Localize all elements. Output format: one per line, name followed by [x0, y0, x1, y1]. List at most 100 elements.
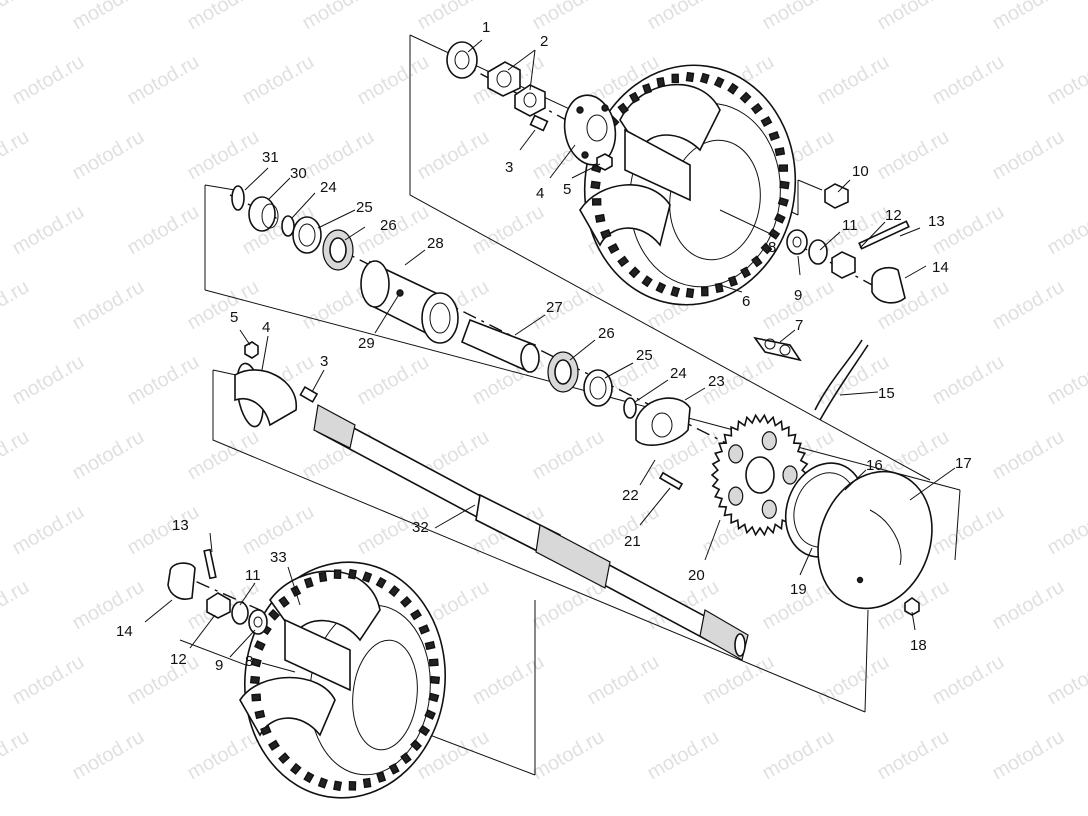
- watermark-text: motod.ru: [0, 276, 33, 335]
- watermark-text: motod.ru: [644, 0, 723, 34]
- watermark-text: motod.ru: [354, 51, 433, 110]
- watermark-text: motod.ru: [0, 0, 33, 34]
- callout-22: 22: [622, 487, 639, 504]
- tread-block: [714, 282, 724, 293]
- tread-block: [671, 73, 679, 84]
- watermark-text: motod.ru: [814, 51, 893, 110]
- tread-block: [655, 281, 667, 294]
- callout-5: 5: [563, 181, 571, 198]
- watermark-text: motod.ru: [529, 426, 608, 485]
- callout-12: 12: [885, 207, 902, 224]
- watermark-text: motod.ru: [874, 726, 953, 785]
- watermark-text: motod.ru: [124, 201, 203, 260]
- callout-7: 7: [795, 317, 803, 334]
- upper-wheel-assembly: [579, 64, 797, 306]
- tread-block: [388, 585, 401, 598]
- upper-hub-parts: [446, 41, 910, 362]
- tread-block: [361, 571, 373, 583]
- tread-block: [779, 180, 790, 190]
- tread-block: [317, 777, 329, 789]
- watermark-text: motod.ru: [299, 126, 378, 185]
- sprocket-cutout: [728, 444, 744, 464]
- watermark-text: motod.ru: [0, 576, 33, 635]
- callout-13-lower: 13: [172, 517, 189, 534]
- watermark-text: motod.ru: [124, 51, 203, 110]
- lower-hub-parts: [167, 341, 319, 635]
- rear-axle-shaft: [313, 404, 749, 661]
- watermark-text: motod.ru: [1044, 501, 1088, 560]
- watermark-text: motod.ru: [989, 576, 1068, 635]
- tread-block: [751, 255, 763, 268]
- tread-block: [656, 77, 666, 88]
- watermark-text: motod.ru: [69, 426, 148, 485]
- tread-block: [628, 266, 641, 279]
- watermark-text: motod.ru: [184, 276, 263, 335]
- tread-block: [318, 571, 328, 583]
- watermark-text: motod.ru: [529, 726, 608, 785]
- tread-block: [410, 739, 422, 752]
- tread-block: [600, 229, 612, 240]
- tread-block: [268, 608, 280, 621]
- watermark-text: motod.ru: [1044, 201, 1088, 260]
- callout-1: 1: [482, 19, 490, 36]
- tread-block: [249, 675, 261, 685]
- callout-4: 4: [536, 185, 544, 202]
- callout-28: 28: [427, 235, 444, 252]
- watermark-text: motod.ru: [874, 0, 953, 34]
- watermark-text: motod.ru: [469, 201, 548, 260]
- tread-block: [685, 71, 695, 83]
- callout-17: 17: [955, 455, 972, 472]
- tread-block: [774, 212, 786, 224]
- callout-32: 32: [412, 519, 429, 536]
- tread-block: [399, 595, 412, 608]
- callout-33: 33: [270, 549, 287, 566]
- callout-26-lower: 26: [380, 217, 397, 234]
- watermark-text: motod.ru: [354, 351, 433, 410]
- watermark-text: motod.ru: [69, 126, 148, 185]
- callout-9: 9: [794, 287, 802, 304]
- tread-block: [410, 609, 422, 621]
- tread-block: [760, 242, 773, 255]
- watermark-text: motod.ru: [929, 501, 1008, 560]
- callout-30: 30: [290, 165, 307, 182]
- sprocket-cutout: [728, 486, 744, 506]
- watermark-layer: motod.ru motod.ru motod.ru motod.ru motod.ru…: [0, 0, 1088, 784]
- tread-block: [303, 577, 314, 589]
- callout-23: 23: [708, 373, 725, 390]
- watermark-text: motod.ru: [929, 351, 1008, 410]
- tread-block: [740, 266, 752, 279]
- callout-3-lower: 3: [320, 353, 328, 370]
- watermark-text: motod.ru: [9, 201, 88, 260]
- callout-16: 16: [866, 457, 883, 474]
- watermark-text: motod.ru: [124, 351, 203, 410]
- tread-block: [713, 76, 725, 89]
- watermark-text: motod.ru: [9, 651, 88, 710]
- watermark-text: motod.ru: [184, 0, 263, 34]
- tread-block: [628, 91, 640, 104]
- tread-block: [303, 771, 315, 784]
- callout-25-lower: 25: [356, 199, 373, 216]
- tread-block: [591, 198, 602, 206]
- callout-labels: 1 2 3 4 5 6 8 9 10 11 12 13 14 7 15 16 1…: [116, 19, 972, 674]
- sprocket-cutout: [761, 431, 777, 451]
- watermark-text: motod.ru: [184, 126, 263, 185]
- tread-block: [289, 762, 302, 775]
- callout-10: 10: [852, 163, 869, 180]
- callout-21: 21: [624, 533, 641, 550]
- callout-3: 3: [505, 159, 513, 176]
- sprocket-cutout: [782, 465, 798, 485]
- callout-14: 14: [932, 259, 949, 276]
- watermark-text: motod.ru: [184, 426, 263, 485]
- tread-block: [768, 228, 781, 240]
- sprocket-hub: [745, 456, 775, 494]
- watermark-text: motod.ru: [989, 0, 1068, 34]
- callout-20: 20: [688, 567, 705, 584]
- bearing-carrier-parts: [231, 185, 691, 491]
- watermark-text: motod.ru: [989, 426, 1068, 485]
- tread-block: [617, 102, 629, 115]
- watermark-text: motod.ru: [989, 126, 1068, 185]
- callout-12-lower: 12: [170, 651, 187, 668]
- leader-lines: [144, 39, 956, 673]
- tread-block: [642, 83, 653, 95]
- watermark-text: motod.ru: [929, 201, 1008, 260]
